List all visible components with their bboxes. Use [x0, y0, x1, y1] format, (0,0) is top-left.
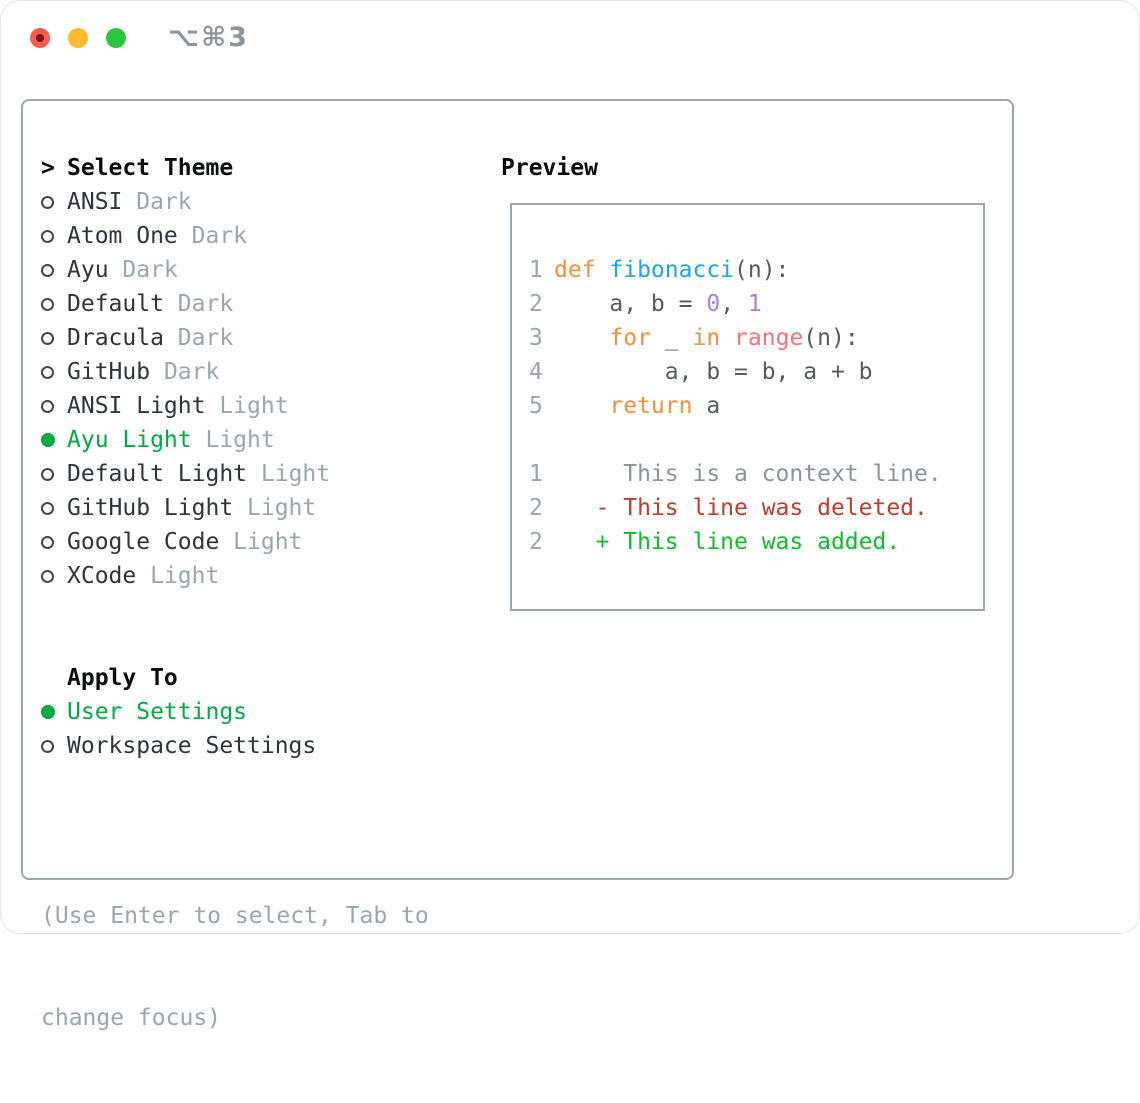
option-variant-label: Light [205, 427, 275, 453]
option-variant-label: Light [247, 495, 317, 521]
option-label: Ayu [67, 257, 123, 283]
option-variant-label: Dark [163, 359, 220, 385]
line-number: 2 [529, 529, 543, 555]
preview-header: Preview [501, 151, 1001, 185]
radio-unselected-icon [41, 195, 54, 209]
theme-option-atom-one[interactable]: Atom One Dark [41, 219, 481, 253]
radio-unselected-icon [41, 467, 54, 481]
select-theme-header: > Select Theme [41, 151, 481, 185]
line-number: 1 [529, 461, 543, 487]
close-button-icon[interactable] [30, 28, 50, 48]
option-variant-label: Light [219, 393, 289, 419]
code-line: 4 a, b = b, a + b [529, 355, 983, 389]
hint-line-1: (Use Enter to select, Tab to [41, 903, 429, 929]
option-variant-label: Dark [177, 291, 234, 317]
option-variant-label: Light [260, 461, 331, 487]
theme-option-default-light[interactable]: Default Light Light [41, 457, 481, 491]
radio-unselected-icon [41, 535, 54, 549]
code-line: 1 This is a context line. [529, 457, 983, 491]
radio-selected-icon [41, 705, 55, 719]
window-title: ⌥⌘3 [168, 22, 249, 53]
option-label: Ayu Light [67, 427, 206, 453]
theme-option-xcode[interactable]: XCode Light [41, 559, 481, 593]
line-number: 3 [529, 325, 543, 351]
hint-line-2: change focus) [41, 1005, 222, 1031]
line-number: 1 [529, 257, 543, 283]
option-label: GitHub [67, 359, 164, 385]
radio-selected-icon [41, 433, 55, 447]
radio-unselected-icon [41, 569, 54, 583]
code-line: 3 for _ in range(n): [529, 321, 983, 355]
option-label: Atom One [67, 223, 192, 249]
theme-option-ansi[interactable]: ANSI Dark [41, 185, 481, 219]
theme-option-github[interactable]: GitHub Dark [41, 355, 481, 389]
option-label: Default Light [67, 461, 261, 487]
theme-option-default[interactable]: Default Dark [41, 287, 481, 321]
line-number: 5 [529, 393, 543, 419]
titlebar: ⌥⌘3 [1, 1, 1139, 73]
code-line: 2 - This line was deleted. [529, 491, 983, 525]
code-line: 5 return a [529, 389, 983, 423]
code-line: 2 a, b = 0, 1 [529, 287, 983, 321]
preview-title: Preview [501, 155, 598, 181]
radio-unselected-icon [41, 297, 54, 311]
code-line: 2 + This line was added. [529, 525, 983, 559]
radio-unselected-icon [41, 229, 54, 243]
radio-unselected-icon [41, 399, 54, 413]
option-variant-label: Dark [191, 223, 248, 249]
theme-option-ansi-light[interactable]: ANSI Light Light [41, 389, 481, 423]
apply-to-title: Apply To [67, 665, 178, 691]
option-variant-label: Dark [122, 257, 178, 283]
radio-unselected-icon [41, 331, 54, 345]
theme-option-ayu-light[interactable]: Ayu Light Light [41, 423, 481, 457]
traffic-lights [30, 28, 126, 48]
radio-unselected-icon [41, 739, 54, 753]
apply-option-user-settings[interactable]: User Settings [41, 695, 481, 729]
option-label: GitHub Light [67, 495, 248, 521]
radio-unselected-icon [41, 263, 54, 277]
zoom-button-icon[interactable] [106, 28, 126, 48]
option-label: XCode [67, 563, 151, 589]
theme-option-dracula[interactable]: Dracula Dark [41, 321, 481, 355]
option-variant-label: Dark [136, 189, 192, 215]
minimize-button-icon[interactable] [68, 28, 88, 48]
option-label: ANSI Light [67, 393, 220, 419]
option-label: Google Code [67, 529, 234, 555]
option-label: ANSI [67, 189, 137, 215]
option-variant-label: Light [150, 563, 220, 589]
radio-unselected-icon [41, 501, 54, 515]
option-label: Workspace Settings [67, 733, 317, 759]
line-number: 2 [529, 495, 543, 521]
option-variant-label: Light [233, 529, 303, 555]
option-label: User Settings [67, 699, 248, 725]
apply-to-header: Apply To [41, 661, 481, 695]
line-number: 4 [529, 359, 543, 385]
option-label: Dracula [67, 325, 178, 351]
line-number: 2 [529, 291, 543, 317]
focus-prompt-icon: > [41, 155, 55, 181]
option-label: Default [67, 291, 178, 317]
theme-option-ayu[interactable]: Ayu Dark [41, 253, 481, 287]
select-theme-title: Select Theme [67, 155, 234, 181]
theme-option-github-light[interactable]: GitHub Light Light [41, 491, 481, 525]
keyboard-hint: (Use Enter to select, Tab to change focu… [41, 831, 481, 1103]
code-line [529, 423, 983, 457]
apply-option-workspace-settings[interactable]: Workspace Settings [41, 729, 481, 763]
radio-unselected-icon [41, 365, 54, 379]
option-variant-label: Dark [177, 325, 234, 351]
theme-option-google-code[interactable]: Google Code Light [41, 525, 481, 559]
